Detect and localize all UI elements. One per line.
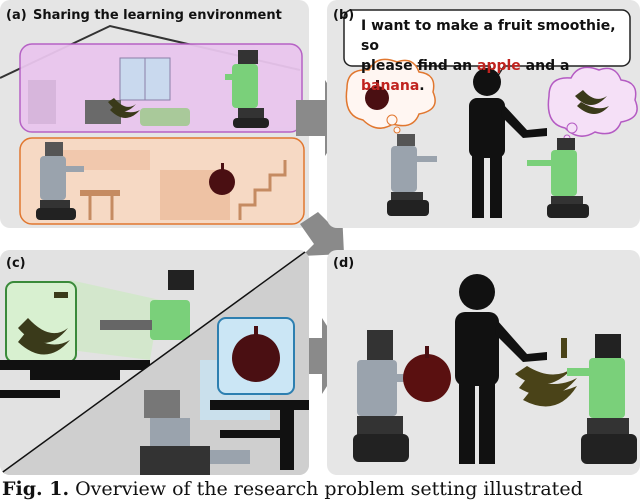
robot-icon [387,134,437,216]
figure-caption: Fig. 1. Overview of the research problem… [2,478,583,500]
robot-icon [225,50,269,128]
person-icon [455,274,547,464]
speech-line-2: please find an apple and a banana. [361,56,631,96]
speech-apple-word: apple [477,58,521,74]
apple-icon [365,80,389,110]
panel-c-label: (c) [6,256,26,271]
panel-a-title: Sharing the learning environment [33,8,282,23]
speech-banana-word: banana [361,78,420,94]
speech-prefix: please find an [361,58,477,74]
panel-c: (c) [0,250,309,475]
banana-icon [575,90,609,114]
banana-icon [515,366,577,407]
panel-a-illustration [0,24,305,225]
banana-icon [108,98,140,118]
thought-cloud-left [345,58,436,129]
speech-end: . [419,78,425,94]
robot-icon [36,142,84,220]
robot-icon [100,270,194,340]
caption-text: Overview of the research problem setting… [75,478,583,500]
apple-icon [403,346,451,402]
banana-icon [18,318,70,355]
apple-icon [232,326,280,382]
robot-icon [140,390,250,475]
person-icon [469,68,547,218]
apple-icon [209,163,235,195]
panel-d-label: (d) [333,256,355,271]
panel-a: (a) Sharing the learning environment [0,0,309,228]
speech-mid: and a [520,58,570,74]
speech-bubble-text: I want to make a fruit smoothie, so plea… [361,16,631,96]
panel-b-label: (b) [333,8,355,23]
panel-b: (b) I want to make a fruit smoothie, so … [327,0,640,228]
panel-a-label: (a) [6,8,27,23]
panel-d: (d) [327,250,640,475]
panel-b-illustration [343,9,638,218]
figure-number: Fig. 1. [2,478,70,500]
robot-icon [527,138,589,218]
speech-line-1: I want to make a fruit smoothie, so [361,18,616,54]
robot-icon [567,334,637,464]
panel-d-illustration [353,274,637,464]
panel-c-illustration [0,250,309,475]
